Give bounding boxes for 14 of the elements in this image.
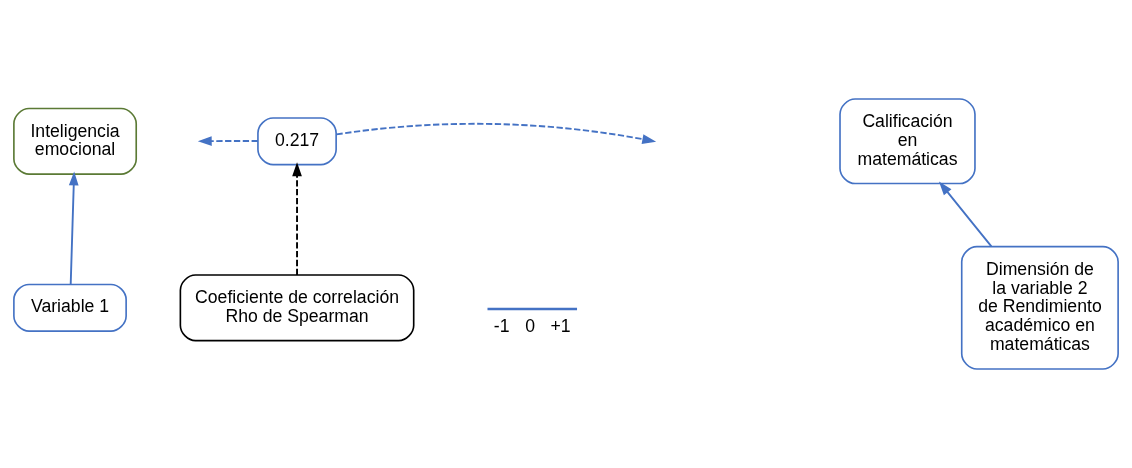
label: 0 [525,316,536,336]
arrow [197,136,259,146]
arrow [335,122,657,144]
arrow [938,181,993,248]
node-box: Inteligencia emocional [13,107,138,175]
node-box: 0.217 [257,117,337,166]
node-box: Variable 1 [13,283,127,332]
node-box: Calificación en matemáticas [839,98,976,185]
label: -1 [493,316,510,336]
node-box: Dimensión de la variable 2 de Rendimiento académico en matemáticas [960,245,1119,370]
node-box: Coeficiente de correlación Rho de Spearman [179,274,415,342]
label: +1 [550,316,571,336]
arrow [68,171,79,286]
arrow [292,162,302,276]
